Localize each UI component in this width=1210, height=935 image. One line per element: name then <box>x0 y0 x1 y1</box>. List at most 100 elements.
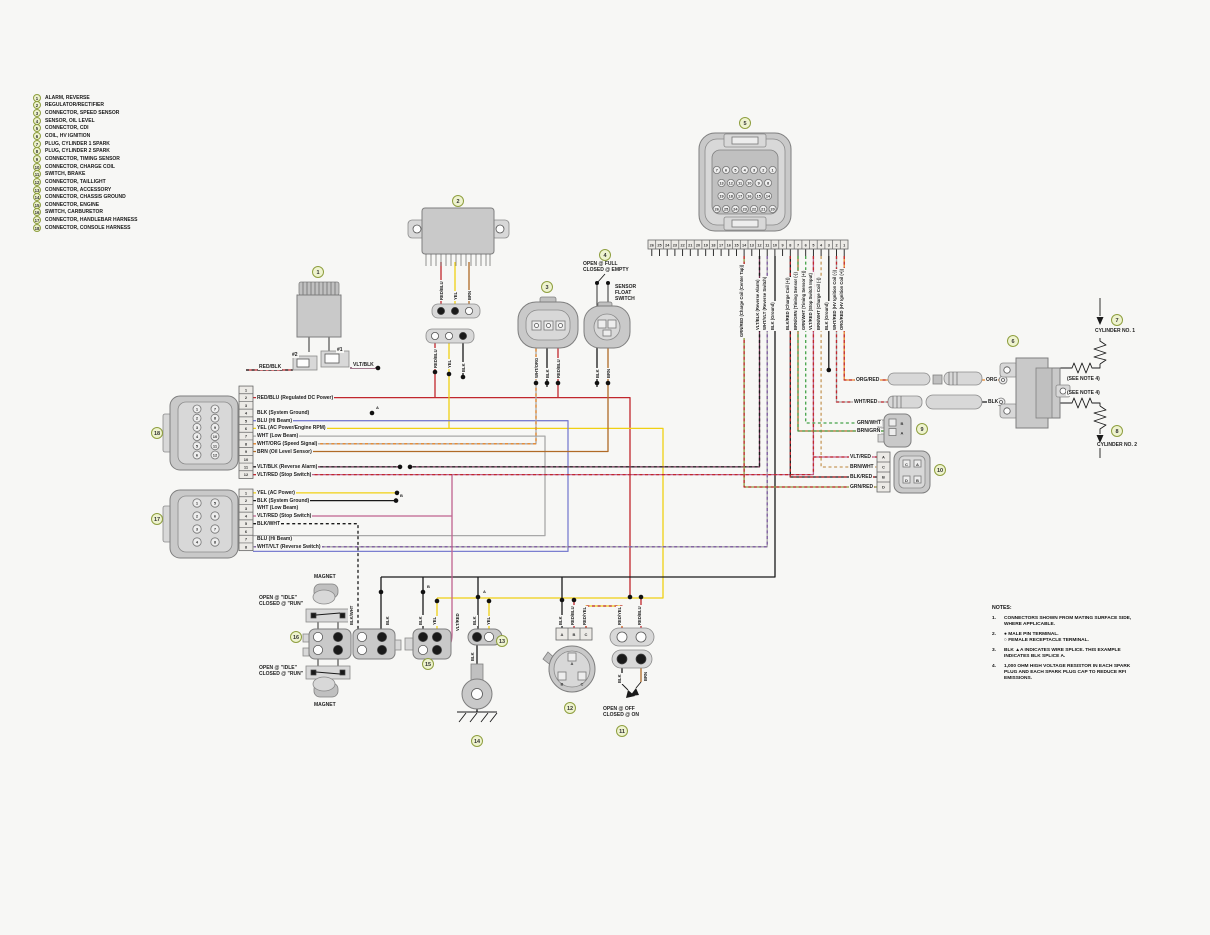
bullet-connector-2b <box>925 394 983 410</box>
svg-text:22: 22 <box>680 244 684 248</box>
svg-text:10: 10 <box>747 181 751 185</box>
svg-text:17: 17 <box>738 194 742 198</box>
svg-text:8: 8 <box>245 544 248 549</box>
svg-text:7: 7 <box>797 244 799 248</box>
svg-text:7: 7 <box>716 168 718 172</box>
spark-plug-circuit-2 <box>1058 397 1107 458</box>
svg-text:19: 19 <box>719 194 723 198</box>
svg-text:5: 5 <box>245 418 248 423</box>
svg-text:B: B <box>573 632 576 637</box>
oil-sensor-wire-label: BRN <box>605 367 612 379</box>
svg-text:20: 20 <box>696 244 700 248</box>
svg-text:B: B <box>901 421 904 426</box>
cdi-wire-label-1: ORG/RED (HV Ignition Coil (+)) <box>838 267 846 331</box>
svg-text:9: 9 <box>245 449 248 454</box>
callout-12: 12 <box>564 702 576 714</box>
svg-text:D: D <box>905 478 908 483</box>
svg-text:12: 12 <box>729 181 733 185</box>
note-item: 2.● MALE PIN TERMINAL. ○ FEMALE RECEPTAC… <box>992 632 1089 643</box>
wire-red-blu <box>253 343 642 628</box>
svg-text:8: 8 <box>214 416 217 421</box>
svg-text:11: 11 <box>765 244 769 248</box>
engine-connector <box>404 628 452 660</box>
svg-text:C: C <box>585 632 588 637</box>
console-row-label: WHT/ORG (Speed Signal) <box>256 440 319 447</box>
charge-wire-label: VLT/RED <box>849 454 873 460</box>
charge-wire-label: GRN/RED <box>849 484 875 490</box>
svg-text:13: 13 <box>719 181 723 185</box>
cylinder-2-label: CYLINDER NO. 2 <box>1096 442 1139 448</box>
bullet-connector-2a <box>887 395 923 409</box>
cdi-wire-label-5: VLT/RED (Stop Switch Input) <box>807 272 815 331</box>
brake-switch <box>609 627 655 669</box>
cylinder-1-label: CYLINDER NO. 1 <box>1094 328 1137 334</box>
speed-sensor-connector <box>517 296 579 349</box>
handlebar-row-label: YEL (AC Power) <box>256 489 296 496</box>
console-row-label: BRN (Oil Level Sensor) <box>256 448 313 455</box>
regulator-wire-label: RED/BLU <box>432 348 439 369</box>
engine-wire-label: YEL <box>431 615 438 626</box>
svg-text:8: 8 <box>245 441 248 446</box>
svg-text:10: 10 <box>773 244 777 248</box>
svg-text:25: 25 <box>657 244 661 248</box>
splice-label-a: A <box>375 405 380 410</box>
svg-text:B: B <box>882 475 885 480</box>
svg-text:8: 8 <box>789 244 791 248</box>
svg-text:5: 5 <box>812 244 814 248</box>
svg-text:B: B <box>561 682 564 687</box>
svg-text:4: 4 <box>196 540 199 545</box>
svg-text:A: A <box>901 431 904 436</box>
svg-text:4: 4 <box>744 168 747 172</box>
carb-wire-label: BLK/WHT <box>348 604 355 626</box>
regulator-wire-label: BLK <box>460 362 467 373</box>
svg-text:2: 2 <box>245 498 248 503</box>
svg-text:1: 1 <box>196 407 199 412</box>
handlebar-row-label: WHT (Low Beam) <box>256 505 300 512</box>
svg-text:18: 18 <box>729 194 733 198</box>
note-item: 1.CONNECTORS SHOWN FROM MATING SURFACE S… <box>992 616 1132 627</box>
wire-brn-wht <box>820 256 877 468</box>
svg-text:12: 12 <box>244 472 249 477</box>
svg-text:10: 10 <box>244 457 249 462</box>
brake-switch-state: OPEN @ OFF CLOSED @ ON <box>602 706 640 718</box>
handlebar-row-label: WHT/VLT (Reverse Switch) <box>256 543 322 550</box>
oil-sensor-wire-label: BLK <box>594 368 601 379</box>
brake-wire-label: RED/YEL <box>616 605 623 626</box>
see-note-label: (SEE NOTE 4) <box>1066 376 1101 382</box>
brake-wire-label: RED/BLU <box>636 605 643 626</box>
svg-text:1: 1 <box>772 168 774 172</box>
svg-text:A: A <box>561 632 564 637</box>
wire-blu <box>253 420 569 553</box>
svg-text:5: 5 <box>196 443 199 448</box>
svg-text:C: C <box>581 682 584 687</box>
svg-text:6: 6 <box>196 453 199 458</box>
regulator-wire-label: YEL <box>446 358 453 369</box>
cdi-wire-label-8: BLK/RED (Charge Coil (+)) <box>784 276 792 331</box>
callout-5: 5 <box>739 117 751 129</box>
svg-text:A: A <box>916 462 919 467</box>
alarm-terminal-1: #1 <box>336 347 344 353</box>
svg-text:3: 3 <box>196 527 199 532</box>
wire-wht <box>253 435 546 537</box>
callout-10: 10 <box>934 464 946 476</box>
svg-text:A: A <box>571 661 574 666</box>
cdi-wire-label-3: BLK (Ground) <box>822 301 830 331</box>
callout-16: 16 <box>290 631 302 643</box>
cdi-wire-label-7: BRN/GRN (Timing Sensor (-)) <box>792 271 799 331</box>
taillight-connector: A B C A B C <box>542 627 596 693</box>
console-row-label: VLT/RED (Stop Switch) <box>256 471 313 478</box>
svg-text:24: 24 <box>733 207 738 211</box>
wire-org-red <box>843 256 888 381</box>
svg-text:21: 21 <box>688 244 692 248</box>
